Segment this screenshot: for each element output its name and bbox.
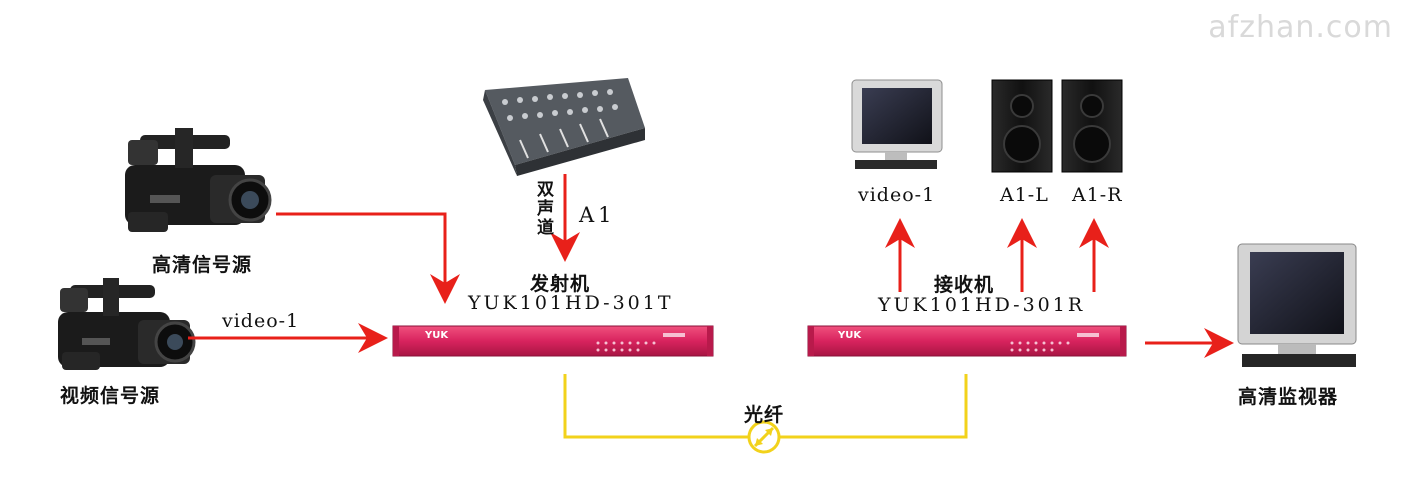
transmitter-device: YUK — [392, 325, 714, 357]
transmitter-model: YUK101HD-301T — [468, 292, 674, 314]
audio-mixer-icon — [483, 78, 645, 176]
svg-text:YUK: YUK — [424, 330, 449, 341]
fiber-label: 光纤 — [744, 404, 785, 426]
video-signal-label: video-1 — [222, 310, 300, 332]
hd-monitor-label: 高清监视器 — [1238, 386, 1339, 408]
video-camera-icon — [58, 278, 196, 370]
receiver-model: YUK101HD-301R — [878, 294, 1086, 316]
hd-camera-icon — [125, 128, 272, 232]
arrow-hd-to-transmitter — [276, 212, 460, 304]
receiver-name: 接收机 — [934, 274, 995, 296]
svg-text:YUK: YUK — [837, 330, 862, 341]
video-source-label: 视频信号源 — [60, 385, 161, 407]
transmitter-name: 发射机 — [530, 273, 591, 295]
receiver-audio-left-label: A1-L — [1000, 184, 1049, 206]
receiver-device: YUK — [807, 325, 1127, 357]
hd-monitor-icon — [1237, 243, 1357, 367]
receiver-audio-right-label: A1-R — [1072, 184, 1123, 206]
channel-label: 双声道 — [533, 180, 553, 237]
fiber-link — [563, 374, 968, 454]
speaker-right-icon — [1061, 79, 1123, 173]
hd-source-label: 高清信号源 — [152, 254, 253, 276]
watermark: afzhan.com — [1208, 10, 1393, 45]
receiver-video-out-label: video-1 — [858, 184, 936, 206]
audio-label: A1 — [579, 203, 616, 227]
signal-arrows — [188, 174, 1234, 358]
small-monitor-icon — [851, 79, 943, 169]
speaker-left-icon — [991, 79, 1053, 173]
